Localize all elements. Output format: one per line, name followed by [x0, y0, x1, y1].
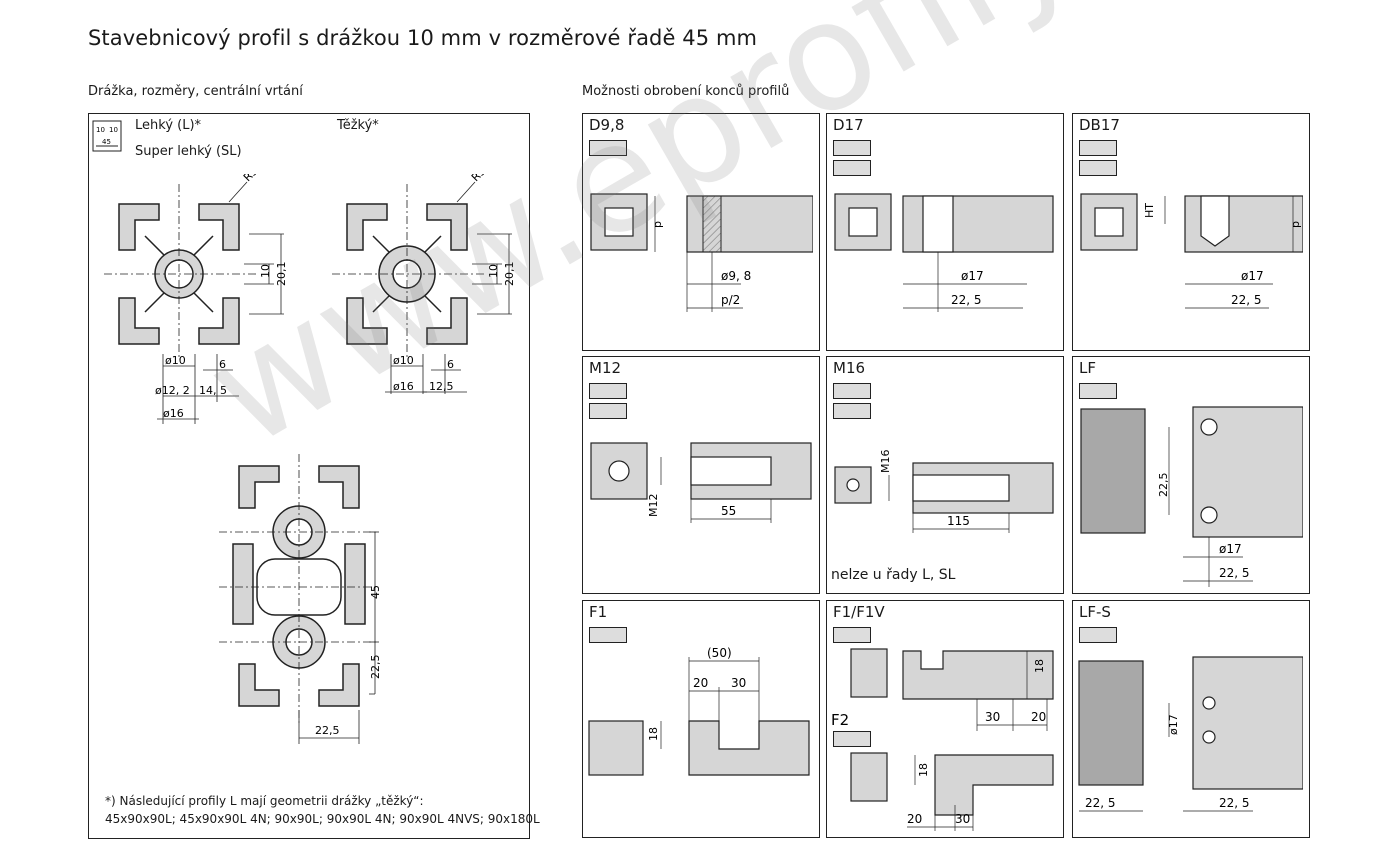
dim-18: 18 [1033, 659, 1046, 673]
legend-superlight: Super lehký (SL) [135, 144, 242, 159]
icon-label-right: 10 [109, 126, 118, 134]
profile-geometry-panel: 10 10 45 Lehký (L)* Super lehký (SL) Těž… [88, 113, 540, 839]
dim-phi16: ø16 [393, 380, 414, 393]
dim-m16: M16 [879, 450, 892, 474]
dim-22-5-right: 22, 5 [1219, 796, 1250, 810]
dim-22-5-h: 22, 5 [1219, 566, 1250, 580]
dim-18-f2: 18 [917, 763, 930, 777]
dim-22-5-v: 22,5 [1157, 473, 1170, 498]
large-profile-drawing: 45 22,5 22,5 [219, 454, 382, 744]
cell-code: LF [1079, 359, 1096, 377]
cell-m16: M16 M16 115 nelze u řady L, SL [826, 356, 1064, 594]
dim-55: 55 [721, 504, 736, 518]
dim-30: 30 [985, 710, 1000, 724]
cell-lf-s: LF-S ø17 22, 5 22, 5 [1072, 600, 1310, 838]
cell-code: M12 [589, 359, 622, 377]
series-note: nelze u řady L, SL [831, 567, 956, 583]
machining-symbol-2 [833, 403, 871, 419]
dim-p-half: p/2 [721, 293, 740, 307]
dim-10: 10 [487, 264, 500, 278]
dim-10: 10 [259, 264, 272, 278]
dim-20-f2: 20 [907, 812, 922, 826]
dim-p: p [1289, 221, 1302, 228]
cell-d9-8: D9,8 p ø9, 8 p/2 [582, 113, 820, 351]
dim-p: p [651, 221, 664, 228]
cell-m12: M12 M12 55 [582, 356, 820, 594]
dim-20: 20 [693, 676, 708, 690]
machining-symbol [1079, 627, 1117, 643]
dim-14-5: 14, 5 [199, 384, 227, 397]
dim-45: 45 [369, 585, 382, 599]
dim-phi16: ø16 [163, 407, 184, 420]
page-title: Stavebnicový profil s drážkou 10 mm v ro… [88, 26, 758, 50]
footnote-line2: 45x90x90L; 45x90x90L 4N; 90x90L; 90x90L … [105, 812, 540, 826]
dim-ht: HT [1143, 203, 1156, 218]
dim-phi17: ø17 [1167, 714, 1180, 735]
cell-lf: LF 22,5 ø17 22, 5 [1072, 356, 1310, 594]
machining-symbol-2 [589, 403, 627, 419]
dim-6: 6 [219, 358, 226, 371]
radius-label: R3 [469, 174, 489, 184]
cell-code: F1 [589, 603, 608, 621]
cell-code: D17 [833, 116, 864, 134]
cell-code: F1/F1V [833, 603, 885, 621]
dim-m12: M12 [647, 494, 660, 518]
radius-label: R3 [241, 174, 261, 184]
dim-20-1: 20,1 [275, 262, 288, 287]
dim-phi17: ø17 [961, 269, 984, 283]
dim-22-5-left: 22, 5 [1085, 796, 1116, 810]
cell-code: D9,8 [589, 116, 625, 134]
dim-phi10: ø10 [165, 354, 186, 367]
machining-symbol [833, 140, 871, 156]
left-heading: Drážka, rozměry, centrální vrtání [88, 84, 303, 99]
legend-light: Lehký (L)* [135, 118, 202, 133]
machining-symbol [589, 627, 627, 643]
dim-18: 18 [647, 727, 660, 741]
cell-code: DB17 [1079, 116, 1120, 134]
cell-db17: DB17 HT p ø17 22, 5 [1072, 113, 1310, 351]
dim-30: 30 [731, 676, 746, 690]
dim-6: 6 [447, 358, 454, 371]
cell-code-f2: F2 [831, 711, 849, 729]
icon-label-bottom: 45 [102, 138, 111, 146]
dim-20-1: 20,1 [503, 262, 516, 287]
footnote-line1: *) Následující profily L mají geometrii … [105, 794, 424, 808]
right-heading: Možnosti obrobení konců profilů [582, 84, 790, 99]
icon-label-left: 10 [96, 126, 105, 134]
dim-12-5: 12,5 [429, 380, 454, 393]
dim-30-f2: 30 [955, 812, 970, 826]
machining-symbol [1079, 383, 1117, 399]
machining-symbol-2 [1079, 160, 1117, 176]
dim-115: 115 [947, 514, 970, 528]
dim-phi10: ø10 [393, 354, 414, 367]
machining-symbol [1079, 140, 1117, 156]
dim-20: 20 [1031, 710, 1046, 724]
heavy-profile-drawing: R3 10 20,1 ø10 6 ø16 12,5 [332, 174, 516, 394]
dim-phi17: ø17 [1219, 542, 1242, 556]
light-profile-drawing: R3 10 20,1 ø10 6 ø12, 2 14, 5 ø16 [104, 174, 288, 424]
machining-symbol [833, 627, 871, 643]
machining-symbol [589, 140, 627, 156]
profile-size-icon: 10 10 45 [92, 120, 122, 152]
cell-d17: D17 ø17 22, 5 [826, 113, 1064, 351]
cell-f1: F1 (50) 20 30 18 [582, 600, 820, 838]
cell-code: LF-S [1079, 603, 1111, 621]
legend-heavy: Těžký* [337, 118, 379, 133]
machining-symbol [589, 383, 627, 399]
machining-symbol [833, 383, 871, 399]
dim-22-5-v: 22,5 [369, 655, 382, 680]
machining-symbol-2 [833, 160, 871, 176]
dim-phi9-8: ø9, 8 [721, 269, 751, 283]
dim-phi17: ø17 [1241, 269, 1264, 283]
dim-22-5: 22, 5 [951, 293, 982, 307]
dim-22-5-h: 22,5 [315, 724, 340, 737]
dim-50: (50) [707, 646, 732, 660]
cell-code: M16 [833, 359, 866, 377]
cell-f1-f1v: F1/F1V 18 30 20 F2 18 20 30 [826, 600, 1064, 838]
machining-symbol-f2 [833, 731, 871, 747]
dim-phi12: ø12, 2 [155, 384, 190, 397]
dim-22-5: 22, 5 [1231, 293, 1262, 307]
